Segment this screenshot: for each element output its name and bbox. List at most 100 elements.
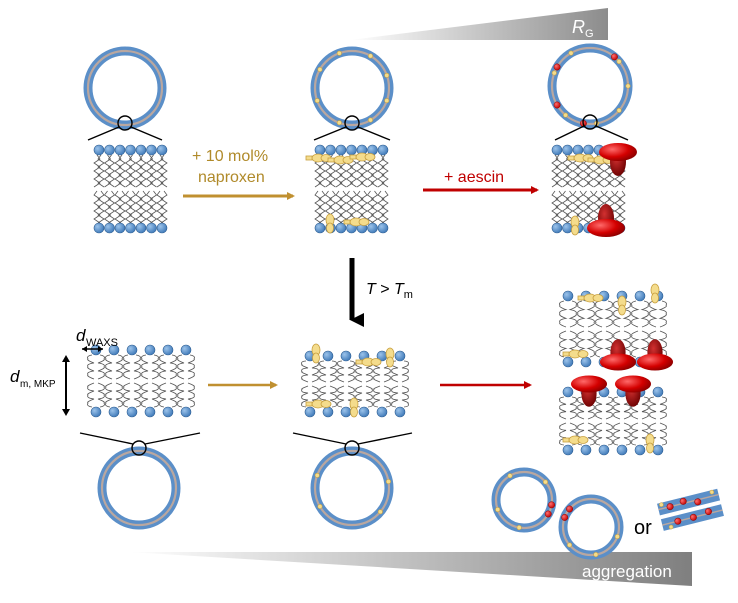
lipid-tail <box>135 154 143 188</box>
lipid-tail <box>659 422 667 446</box>
naproxen-ring <box>571 224 579 236</box>
lipid-tail <box>187 382 195 408</box>
lipid-tail <box>139 154 147 188</box>
naproxen-tail <box>343 219 351 225</box>
zoom-line <box>595 125 629 141</box>
lipid-tail <box>356 190 364 224</box>
lipid-tail <box>151 382 159 408</box>
naproxen-molecule <box>355 357 382 367</box>
temperature-tm: T <box>394 281 405 298</box>
lipid-tail <box>649 396 657 420</box>
lipid-tail <box>577 300 586 328</box>
lipid-head <box>562 356 574 368</box>
vesicle-inner-line <box>561 497 621 557</box>
lipid-tail <box>561 190 570 224</box>
lipid-tail <box>156 154 164 188</box>
zoom-line <box>130 126 163 141</box>
lipid-tail <box>559 300 568 328</box>
temperature-label: T > Tm <box>366 281 413 301</box>
aescin-head <box>599 353 637 371</box>
naproxen-molecule <box>349 397 359 418</box>
lipid-head <box>314 222 326 234</box>
lipid-tail <box>318 190 326 224</box>
naproxen-ring <box>618 304 626 316</box>
naproxen-tail <box>587 157 595 163</box>
aescin-dot <box>674 517 682 525</box>
aescin-head <box>636 353 674 371</box>
naproxen-molecule <box>385 347 395 368</box>
lipid-tail <box>97 382 105 408</box>
lipid-head <box>580 444 592 456</box>
naproxen-dot <box>336 50 342 56</box>
lipid-tail <box>329 360 337 383</box>
dm-label: d <box>10 367 20 386</box>
naproxen-tail <box>577 295 585 301</box>
lipid-head <box>146 144 157 156</box>
lipid-head <box>144 406 156 418</box>
aescin-label: + aescin <box>444 169 504 186</box>
lipid-tail <box>345 190 354 224</box>
lipid-tail <box>141 382 149 408</box>
naproxen-dot <box>659 502 664 508</box>
lipid-tail <box>561 154 570 188</box>
naproxen-ring <box>646 442 654 454</box>
naproxen-ring <box>326 222 334 234</box>
lipid-head <box>652 444 664 456</box>
naproxen-tail <box>327 157 335 163</box>
naproxen-tail <box>305 401 313 407</box>
bilayer-stack-bottom <box>559 375 667 456</box>
lipid-tail <box>659 396 667 420</box>
naproxen-dot <box>317 503 323 509</box>
bilayer-stack-top <box>559 283 674 371</box>
aescin-dot <box>561 513 569 521</box>
naproxen-ring <box>358 218 370 226</box>
naproxen-molecule <box>327 155 354 165</box>
dm-dimension: d m, MKP <box>10 355 70 416</box>
zoom-line <box>554 125 585 141</box>
lipid-head <box>340 350 352 362</box>
lipid-head <box>108 344 120 356</box>
lipid-tail <box>631 330 640 358</box>
lipid-tail <box>565 190 574 224</box>
naproxen-ring <box>386 356 394 368</box>
lipid-head <box>180 344 192 356</box>
lipid-head <box>322 406 334 418</box>
naproxen-ring <box>577 350 589 358</box>
lipid-tail <box>115 354 123 380</box>
lipid-head <box>108 406 120 418</box>
lipid-tail <box>93 190 101 224</box>
aescin-molecule <box>614 375 652 407</box>
lipid-tail <box>605 396 613 420</box>
lipid-tail <box>335 190 343 224</box>
lipid-tail <box>586 330 595 358</box>
lipid-head <box>551 222 563 234</box>
lipid-tail <box>577 396 585 420</box>
lipid-tail <box>160 190 168 224</box>
lipid-head <box>634 444 646 456</box>
lipid-tail <box>568 300 577 328</box>
lipid-head <box>125 222 136 234</box>
lipid-tail <box>604 300 613 328</box>
naproxen-dot <box>542 479 548 485</box>
naproxen-molecule <box>343 217 370 227</box>
lipid-tail <box>128 190 137 224</box>
naproxen-molecule <box>305 153 332 163</box>
vesicle-inner-line <box>494 470 554 530</box>
naproxen-dot <box>668 524 674 530</box>
aescin-dot <box>689 513 697 521</box>
naproxen-molecule <box>645 433 655 454</box>
aescin-dot <box>610 53 618 61</box>
lipid-head <box>156 144 168 156</box>
lipid-tail <box>187 354 195 380</box>
lipid-head <box>616 444 628 456</box>
temperature-tm-sub: m <box>404 289 413 301</box>
naproxen-molecule <box>311 343 321 364</box>
lipid-tail <box>383 385 391 408</box>
lipid-head <box>304 406 316 418</box>
zoom-circle <box>131 440 147 456</box>
aescin-molecule <box>599 143 637 176</box>
lipid-tail <box>145 154 154 188</box>
naproxen-label-line2: naproxen <box>198 169 265 186</box>
naproxen-dot <box>377 509 383 515</box>
